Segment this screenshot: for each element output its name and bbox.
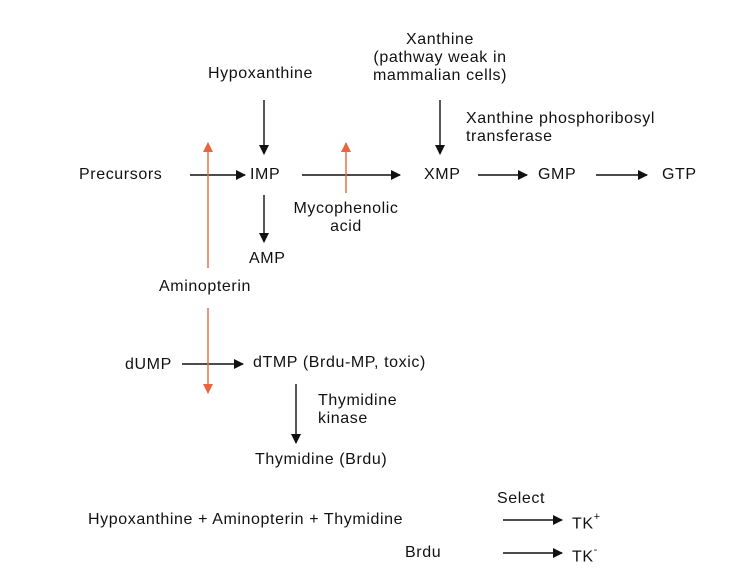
result-tk-minus-label: TK xyxy=(572,548,594,566)
node-dtmp: dTMP (Brdu-MP, toxic) xyxy=(253,354,426,371)
enzyme-thymidine-kinase-line2: kinase xyxy=(318,410,368,427)
result-tk-plus-label: TK xyxy=(572,515,594,533)
enzyme-xprt-line2: transferase xyxy=(466,128,553,145)
node-amp: AMP xyxy=(249,250,286,267)
node-gmp: GMP xyxy=(538,166,577,183)
result-tk-plus-sup: + xyxy=(593,511,601,523)
result-tk-plus: TK+ xyxy=(572,510,601,533)
result-tk-minus-sup: - xyxy=(593,544,598,556)
node-thymidine: Thymidine (Brdu) xyxy=(255,451,388,468)
node-imp: IMP xyxy=(250,166,281,183)
node-xanthine-line2: (pathway weak in xyxy=(373,49,507,66)
selection-medium-hat: Hypoxanthine + Aminopterin + Thymidine xyxy=(88,511,404,528)
inhibitor-mycophenolic-line2: acid xyxy=(330,218,362,235)
result-tk-minus: TK- xyxy=(572,543,598,566)
select-label: Select xyxy=(497,490,546,507)
inhibitor-mycophenolic-line1: Mycophenolic xyxy=(293,200,399,217)
node-xmp: XMP xyxy=(424,166,461,183)
inhibitor-aminopterin: Aminopterin xyxy=(159,278,251,295)
node-precursors: Precursors xyxy=(79,166,163,183)
node-gtp: GTP xyxy=(662,166,697,183)
node-xanthine-line1: Xanthine xyxy=(406,31,474,48)
selection-medium-brdu: Brdu xyxy=(405,544,442,561)
node-hypoxanthine: Hypoxanthine xyxy=(208,65,314,82)
node-dump: dUMP xyxy=(125,356,172,373)
enzyme-thymidine-kinase-line1: Thymidine xyxy=(318,392,398,409)
node-xanthine-line3: mammalian cells) xyxy=(372,67,508,84)
enzyme-xprt-line1: Xanthine phosphoribosyl xyxy=(466,110,656,127)
